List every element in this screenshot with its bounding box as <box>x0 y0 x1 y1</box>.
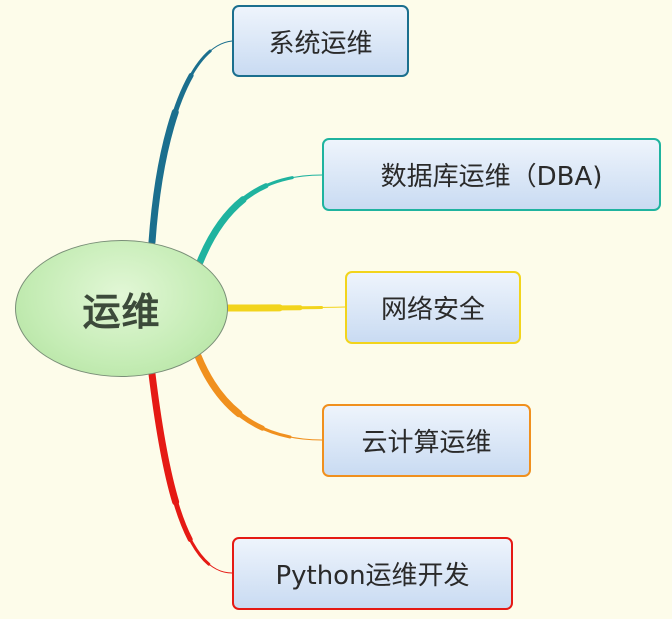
branch-label: Python运维开发 <box>275 561 470 591</box>
branch-link <box>195 353 265 431</box>
branch-link <box>148 370 180 506</box>
branch-link <box>197 183 269 265</box>
root-node[interactable]: 运维 <box>15 240 228 377</box>
branch-link <box>196 196 247 266</box>
branch-node-network-security[interactable]: 网络安全 <box>345 271 521 344</box>
branch-link <box>150 372 211 566</box>
branch-link <box>150 49 212 244</box>
branch-label: 系统运维 <box>268 28 373 59</box>
branch-link <box>148 108 179 246</box>
branch-node-system-ops[interactable]: 系统运维 <box>232 5 409 77</box>
branch-link <box>198 176 294 264</box>
branch-node-dba[interactable]: 数据库运维（DBA) <box>322 138 661 211</box>
branch-link <box>196 354 292 439</box>
branch-node-cloud-ops[interactable]: 云计算运维 <box>322 404 531 477</box>
branch-link <box>194 352 243 418</box>
branch-link <box>149 72 194 245</box>
root-label: 运维 <box>82 290 161 334</box>
branch-label: 云计算运维 <box>361 428 492 458</box>
branch-label: 数据库运维（DBA) <box>380 162 603 192</box>
branch-node-python-devops[interactable]: Python运维开发 <box>232 537 513 610</box>
branch-label: 网络安全 <box>380 295 485 325</box>
